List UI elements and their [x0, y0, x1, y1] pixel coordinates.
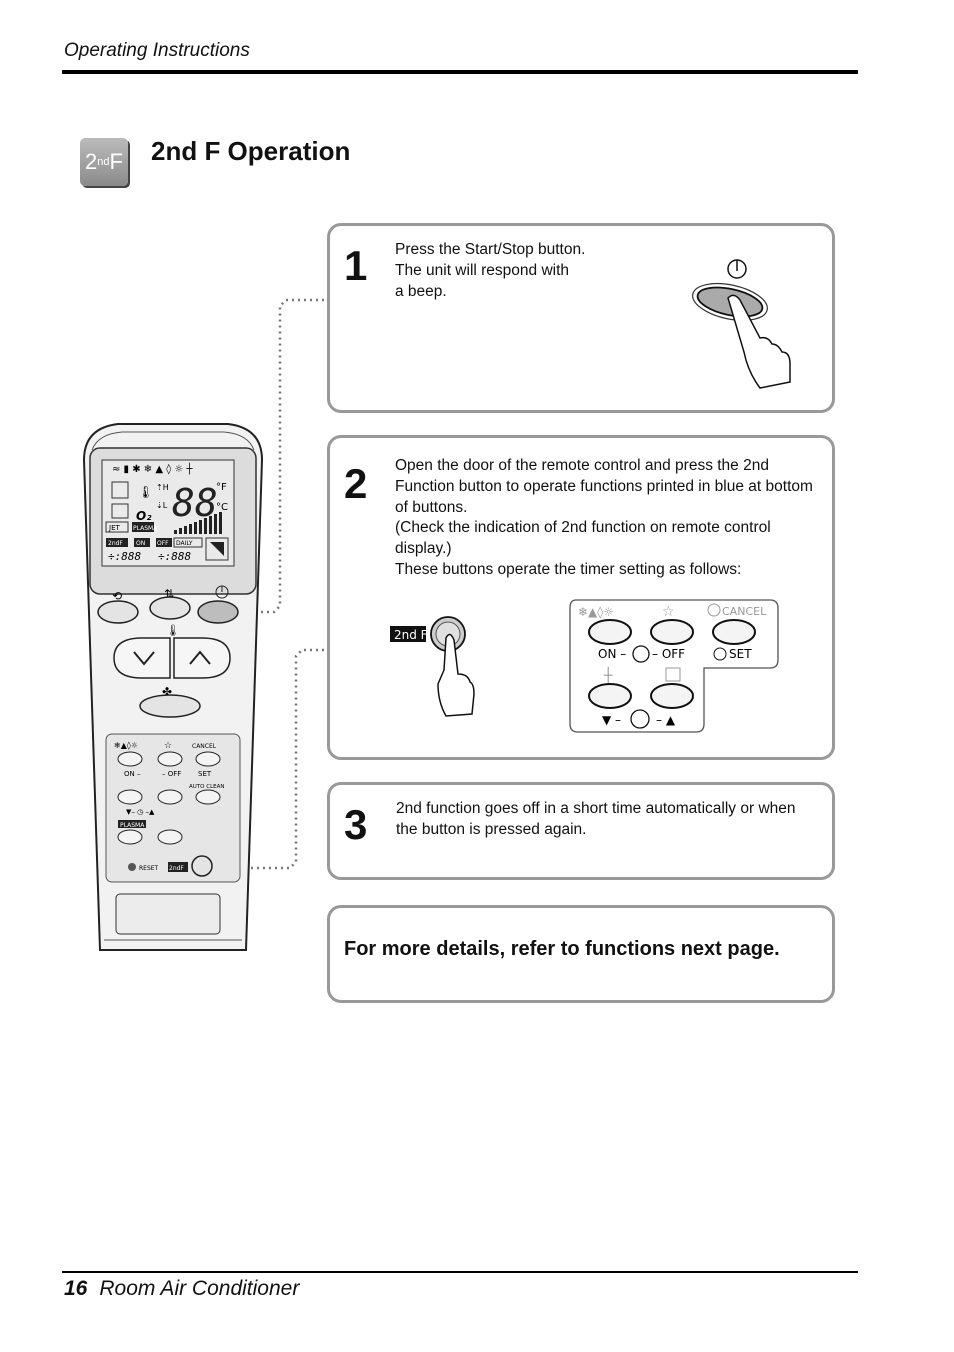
svg-text:2ndF: 2ndF: [108, 540, 123, 547]
hand-pressing-second-function-icon: 2nd F: [390, 616, 475, 717]
footer-rule: [62, 1271, 858, 1273]
svg-text:DAILY: DAILY: [176, 540, 193, 547]
remote-control-illustration: ≈ ▮ ✱ ❄ ▲ ◊ ☼ ┼ 🌡 ⇡H ⇣L O₂ 88 °F °C JET …: [78, 420, 268, 960]
running-header: Operating Instructions: [64, 40, 250, 61]
step-text: 2nd function goes off in a short time au…: [396, 800, 796, 838]
svg-text:ON –: ON –: [598, 647, 626, 661]
svg-text:JET: JET: [108, 524, 120, 532]
svg-text:CANCEL: CANCEL: [192, 743, 217, 750]
details-note-box: For more details, refer to functions nex…: [327, 905, 835, 1003]
svg-text:2ndF: 2ndF: [169, 865, 184, 872]
svg-text:PLASMA: PLASMA: [120, 822, 145, 829]
svg-text:▼– ◷ –▲: ▼– ◷ –▲: [126, 808, 155, 816]
page-footer: 16 Room Air Conditioner: [64, 1277, 299, 1301]
step-number: 1: [344, 242, 368, 289]
svg-text:≈ ▮ ✱ ❄ ▲ ◊ ☼ ┼: ≈ ▮ ✱ ❄ ▲ ◊ ☼ ┼: [112, 462, 193, 475]
header-rule: [62, 70, 858, 74]
svg-text:❄▲◊☼: ❄▲◊☼: [578, 605, 614, 619]
svg-text:⇡H: ⇡H: [156, 483, 169, 492]
svg-text:°C: °C: [216, 502, 228, 513]
timer-buttons-panel: ❄▲◊☼ ☆ CANCEL ON – – OFF SET ┼ ▼ – – ▲: [569, 599, 779, 733]
svg-text:☆: ☆: [662, 604, 675, 620]
step-3-box: 3 2nd function goes off in a short time …: [327, 782, 835, 880]
step-number: 2: [344, 460, 368, 507]
connector-lines: [220, 298, 324, 870]
svg-text:SET: SET: [729, 647, 752, 661]
step-text: Open the door of the remote control and …: [395, 457, 813, 578]
footer-title: Room Air Conditioner: [99, 1277, 300, 1300]
svg-text:🌡: 🌡: [166, 624, 180, 637]
svg-text:SET: SET: [198, 770, 212, 778]
step-text: Press the Start/Stop button. The unit wi…: [395, 241, 586, 300]
svg-text:OFF: OFF: [157, 540, 169, 547]
page-number: 16: [64, 1277, 88, 1300]
svg-text:– ▲: – ▲: [656, 713, 676, 727]
svg-text:▼ –: ▼ –: [602, 713, 621, 727]
step-2-box: 2 Open the door of the remote control an…: [327, 435, 835, 760]
svg-text:ON –: ON –: [124, 770, 141, 778]
svg-text:CANCEL: CANCEL: [722, 605, 767, 618]
details-note: For more details, refer to functions nex…: [344, 938, 780, 960]
svg-text:AUTO CLEAN: AUTO CLEAN: [189, 784, 224, 790]
svg-text:☆: ☆: [164, 741, 172, 751]
svg-text:⇅: ⇅: [164, 587, 174, 601]
svg-text:2nd F: 2nd F: [394, 628, 428, 642]
step-1-box: 1 Press the Start/Stop button. The unit …: [327, 223, 835, 413]
svg-text:❄▲◊☼: ❄▲◊☼: [114, 741, 138, 750]
svg-text:– OFF: – OFF: [652, 647, 685, 661]
hand-pressing-start-stop-icon: [692, 259, 791, 389]
svg-text:– OFF: – OFF: [162, 770, 181, 778]
svg-text:🌡: 🌡: [138, 485, 153, 499]
remote-body: ≈ ▮ ✱ ❄ ▲ ◊ ☼ ┼ 🌡 ⇡H ⇣L O₂ 88 °F °C JET …: [82, 423, 264, 951]
svg-text:ON: ON: [136, 540, 145, 547]
svg-text:⇣L: ⇣L: [156, 501, 168, 510]
section-title: 2nd F Operation: [151, 136, 351, 166]
svg-text:┼: ┼: [603, 666, 613, 684]
svg-text:✤: ✤: [162, 685, 172, 699]
svg-text:°F: °F: [216, 482, 227, 493]
svg-text:⟲: ⟲: [112, 589, 122, 603]
svg-text:÷:888: ÷:888: [158, 550, 191, 563]
svg-text:÷:888: ÷:888: [108, 550, 141, 563]
svg-text:PLASMA: PLASMA: [133, 525, 158, 532]
svg-text:RESET: RESET: [139, 865, 159, 872]
step-number: 3: [344, 801, 368, 848]
svg-text:O₂: O₂: [136, 509, 152, 523]
